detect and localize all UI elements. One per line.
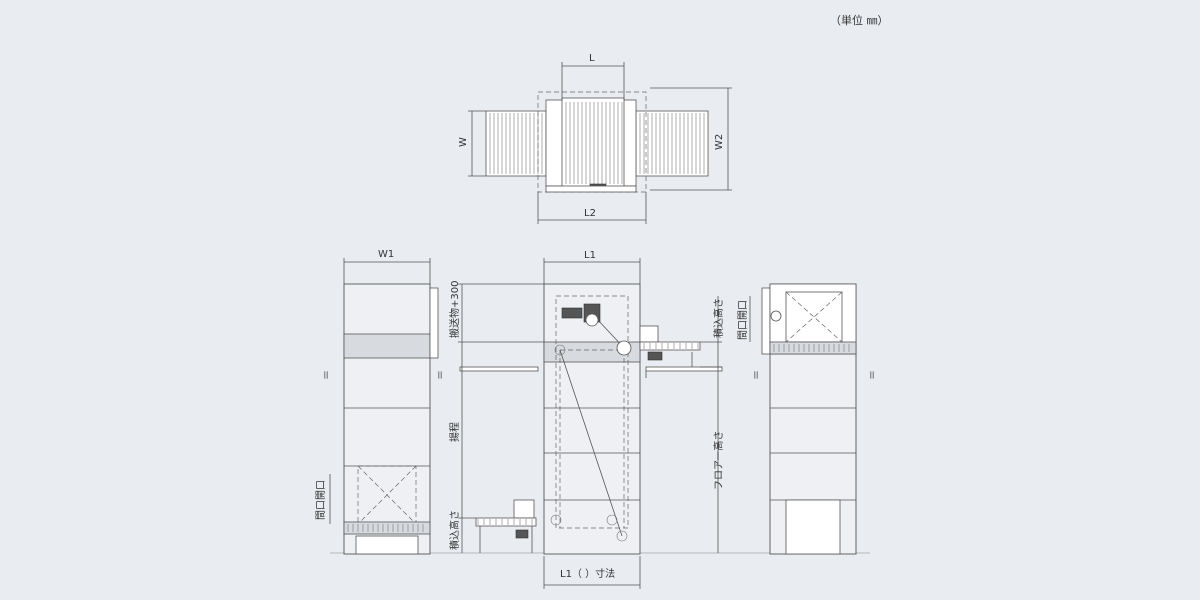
dim-opening-right: 間口開口 — [737, 300, 749, 340]
dim-W: W — [458, 137, 469, 147]
left-side-view: W1 間口開口 ＝ ＝ — [315, 249, 444, 555]
top-plan-view: L W W2 L2 — [458, 53, 732, 224]
dim-load-height-left: 積込高さ — [448, 510, 461, 550]
break-mark-right2: ＝ — [865, 370, 876, 380]
dim-load-height-right: 積込高さ — [712, 298, 725, 338]
dim-L1-bracket: L1（ ）寸法 — [560, 567, 615, 580]
break-mark-right: ＝ — [749, 370, 760, 380]
dim-lift-stroke: 揚程 — [448, 422, 461, 442]
dim-floor-height: フロアー高さ — [712, 431, 725, 490]
dim-W2: W2 — [714, 134, 725, 150]
dim-L2: L2 — [584, 208, 596, 219]
break-mark-left2: ＝ — [433, 370, 444, 380]
dim-opening-left: 間口開口 — [315, 480, 327, 520]
break-mark-left: ＝ — [319, 370, 330, 380]
dim-load-plus: 搬送物+300 — [448, 281, 461, 338]
right-side-view: 間口開口 ＝ — [737, 283, 876, 555]
dim-W1: W1 — [378, 249, 394, 260]
front-view: L1 L1（ ）寸法 搬送物+300 揚程 積込高さ 積込高さ フロアー高さ ＝ — [448, 250, 760, 589]
dim-L1: L1 — [584, 250, 596, 261]
dim-L: L — [589, 53, 595, 64]
unit-label: （単位 ㎜） — [830, 13, 889, 27]
